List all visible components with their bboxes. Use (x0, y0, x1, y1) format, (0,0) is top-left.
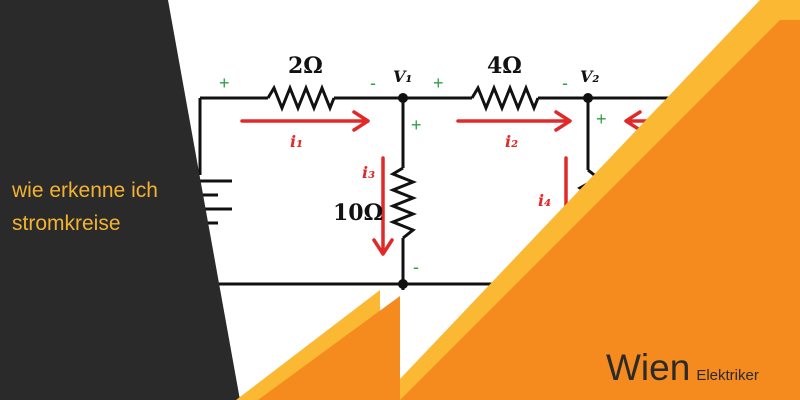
resistor-10ohm (388, 166, 418, 240)
polarity-plus: + (411, 115, 422, 135)
resistor-2ohm-label: 2Ω (288, 53, 323, 79)
node-v1-dot (398, 93, 408, 103)
current-label-i3: i₃ (362, 163, 375, 182)
current-arrow-i3 (372, 156, 394, 256)
headline: wie erkenne ich stromkreise (12, 174, 202, 240)
polarity-minus: - (562, 73, 568, 93)
current-arrow-i1 (240, 110, 370, 132)
resistor-4ohm-label: 4Ω (487, 53, 522, 79)
node-v2-label: V₂ (580, 67, 599, 86)
brand-name: Wien (606, 347, 691, 388)
node-bottom-dot (398, 279, 408, 289)
resistor-4ohm (470, 83, 540, 113)
polarity-minus: - (370, 73, 376, 93)
node-v2-dot (583, 93, 593, 103)
current-label-i4: i₄ (538, 191, 551, 210)
brand-logo: Wien Elektriker (606, 347, 759, 389)
polarity-minus: - (413, 257, 419, 277)
brand-tagline: Elektriker (696, 367, 759, 384)
resistor-10ohm-label: 10Ω (333, 200, 383, 226)
polarity-plus: + (596, 109, 607, 129)
current-arrow-i2 (456, 110, 572, 132)
current-label-i1: i₁ (290, 132, 303, 151)
node-v1-label: V₁ (393, 67, 412, 86)
polarity-plus: + (433, 73, 444, 93)
headline-line-2: stromkreise (12, 212, 121, 235)
dark-panel (0, 0, 240, 400)
headline-line-1: wie erkenne ich (12, 179, 158, 202)
polarity-plus: + (219, 73, 230, 93)
resistor-2ohm (266, 83, 336, 113)
current-label-i2: i₂ (505, 132, 518, 151)
orange-bolt (258, 20, 800, 400)
